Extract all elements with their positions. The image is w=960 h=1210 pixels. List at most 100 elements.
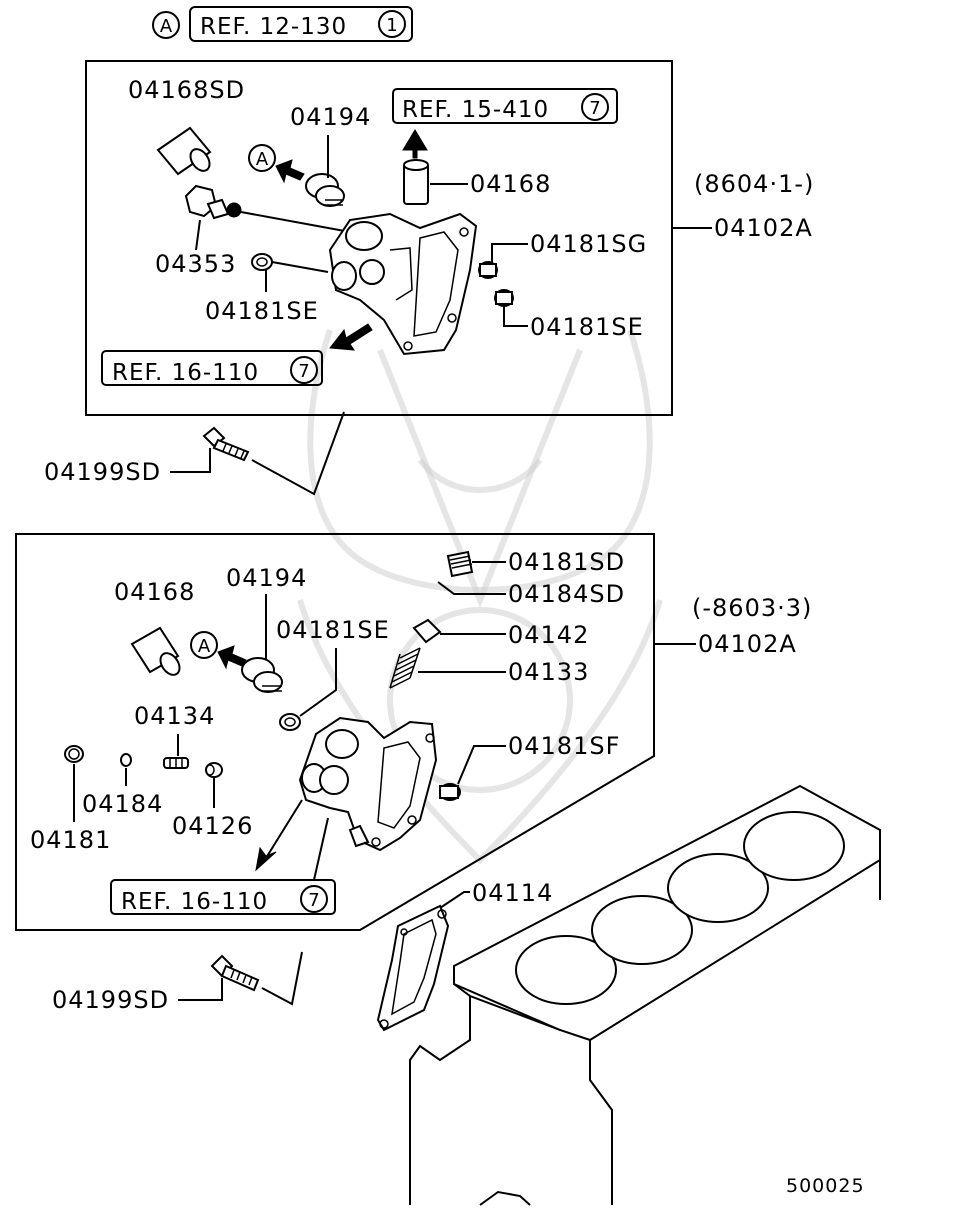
ref-box xyxy=(110,879,336,915)
leader-line xyxy=(170,448,211,473)
lower-label-04194: 04194 xyxy=(226,564,307,592)
valve-cylinder-icon xyxy=(403,159,429,205)
lower-marker-a-label: A xyxy=(198,636,211,657)
marker-a-circle xyxy=(190,631,218,659)
upper-label-04353: 04353 xyxy=(155,250,236,278)
arrow-up-icon xyxy=(402,129,428,159)
oil-pump-housing-icon xyxy=(298,716,438,852)
arrow-icon xyxy=(255,846,277,872)
leader-line xyxy=(439,891,470,909)
upper-label-04194: 04194 xyxy=(290,103,371,131)
lower-date-range: (-8603·3) xyxy=(692,594,812,622)
ref-num-circle xyxy=(581,93,609,121)
marker-a-circle xyxy=(248,144,276,172)
gasket-icon xyxy=(376,904,450,1032)
spring-icon xyxy=(389,647,421,689)
leader-line xyxy=(313,817,329,881)
leader-line xyxy=(457,745,506,785)
arrow-icon xyxy=(217,645,247,670)
lower-ref-bottom-text: REF. 16-110 xyxy=(121,889,268,915)
leader-line xyxy=(437,581,506,595)
ref-text: REF. 12-130 xyxy=(200,14,347,40)
upper-label-04181SE: 04181SE xyxy=(205,297,319,325)
valve-cap-icon xyxy=(412,618,442,644)
lower-label-04142: 04142 xyxy=(508,621,589,649)
lower-label-04181SD: 04181SD xyxy=(508,548,625,576)
upper-assembly-label: 04102A xyxy=(714,214,813,242)
upper-ref-bottom-num: 7 xyxy=(298,361,309,382)
bolt-icon xyxy=(210,954,260,992)
lower-frame xyxy=(15,533,655,931)
lower-label-04181: 04181 xyxy=(30,826,111,854)
seal-ring-icon xyxy=(251,253,273,271)
lower-assembly-label: 04102A xyxy=(698,630,797,658)
ref-box xyxy=(101,350,323,386)
upper-label-04168SD: 04168SD xyxy=(128,76,245,104)
lower-label-04181SF: 04181SF xyxy=(508,732,620,760)
ref-box xyxy=(392,88,618,124)
leader-line xyxy=(271,261,329,273)
upper-date-range: (8604·1-) xyxy=(694,170,814,198)
ref-num: 1 xyxy=(386,15,397,36)
leader-line xyxy=(299,648,337,717)
upper-assembly: 04168SD 04194 A REF. 15-410 7 04168 xyxy=(44,60,814,496)
lower-label-04199SD: 04199SD xyxy=(52,986,169,1014)
o-ring-icon xyxy=(64,745,84,763)
lower-label-04114: 04114 xyxy=(472,879,553,907)
plug-icon xyxy=(241,657,283,693)
leader-line xyxy=(178,978,223,1001)
shaft-icon xyxy=(163,757,189,769)
upper-ref-top-text: REF. 15-410 xyxy=(402,97,549,123)
header-ref: A REF. 12-130 1 xyxy=(152,6,413,42)
lower-ref-bottom-num: 7 xyxy=(308,890,319,911)
lower-assembly: 04181SD 04184SD 04168 04194 A 04181SE xyxy=(15,533,812,1032)
lower-label-04181SE: 04181SE xyxy=(276,616,390,644)
gear-bushing-icon xyxy=(205,762,223,778)
leader-line xyxy=(251,411,345,496)
bolt-icon xyxy=(202,426,250,462)
arrow-icon xyxy=(275,159,305,184)
arrow-icon xyxy=(329,323,373,351)
upper-label-04181SG: 04181SG xyxy=(530,230,647,258)
oil-pump-housing-icon xyxy=(328,212,478,356)
upper-ref-bottom-text: REF. 16-110 xyxy=(112,360,259,386)
watermark-emblem xyxy=(297,329,663,865)
leader-line xyxy=(261,951,303,1006)
leader-line xyxy=(491,243,528,262)
ref-box xyxy=(189,6,413,42)
seal-ring-icon xyxy=(279,713,301,731)
upper-ref-top-num: 7 xyxy=(589,98,600,119)
lower-label-04126: 04126 xyxy=(172,812,253,840)
leader-line xyxy=(195,219,201,251)
plug-seal-icon xyxy=(439,783,461,801)
dowel-pin-icon xyxy=(156,126,212,176)
leader-line xyxy=(265,799,303,859)
leader-line xyxy=(503,306,528,327)
sensor-icon xyxy=(184,184,242,220)
dowel-pin-icon xyxy=(130,626,181,676)
catalog-number: 500025 xyxy=(786,1175,865,1197)
ref-marker-label: A xyxy=(160,16,173,37)
ring-icon xyxy=(120,753,132,767)
lower-label-04168: 04168 xyxy=(114,578,195,606)
lower-label-04133: 04133 xyxy=(508,658,589,686)
lower-label-04134: 04134 xyxy=(134,702,215,730)
ref-num-circle xyxy=(378,10,406,38)
upper-frame xyxy=(85,60,673,416)
plug-icon xyxy=(305,173,345,207)
plug-seal-icon xyxy=(494,289,514,307)
ref-num-circle xyxy=(300,885,328,913)
ref-marker-circle xyxy=(152,11,180,39)
lower-label-04184SD: 04184SD xyxy=(508,580,625,608)
leader-line xyxy=(240,211,351,233)
marker-a-label: A xyxy=(256,149,269,170)
upper-label-04199SD: 04199SD xyxy=(44,458,161,486)
ref-num-circle xyxy=(290,356,318,384)
plug-seal-icon xyxy=(478,261,498,279)
upper-label-04168: 04168 xyxy=(470,170,551,198)
engine-block-icon xyxy=(409,784,881,1206)
lower-label-04184: 04184 xyxy=(82,790,163,818)
spring-plug-icon xyxy=(446,550,474,578)
upper-label-04181SE-right: 04181SE xyxy=(530,313,644,341)
